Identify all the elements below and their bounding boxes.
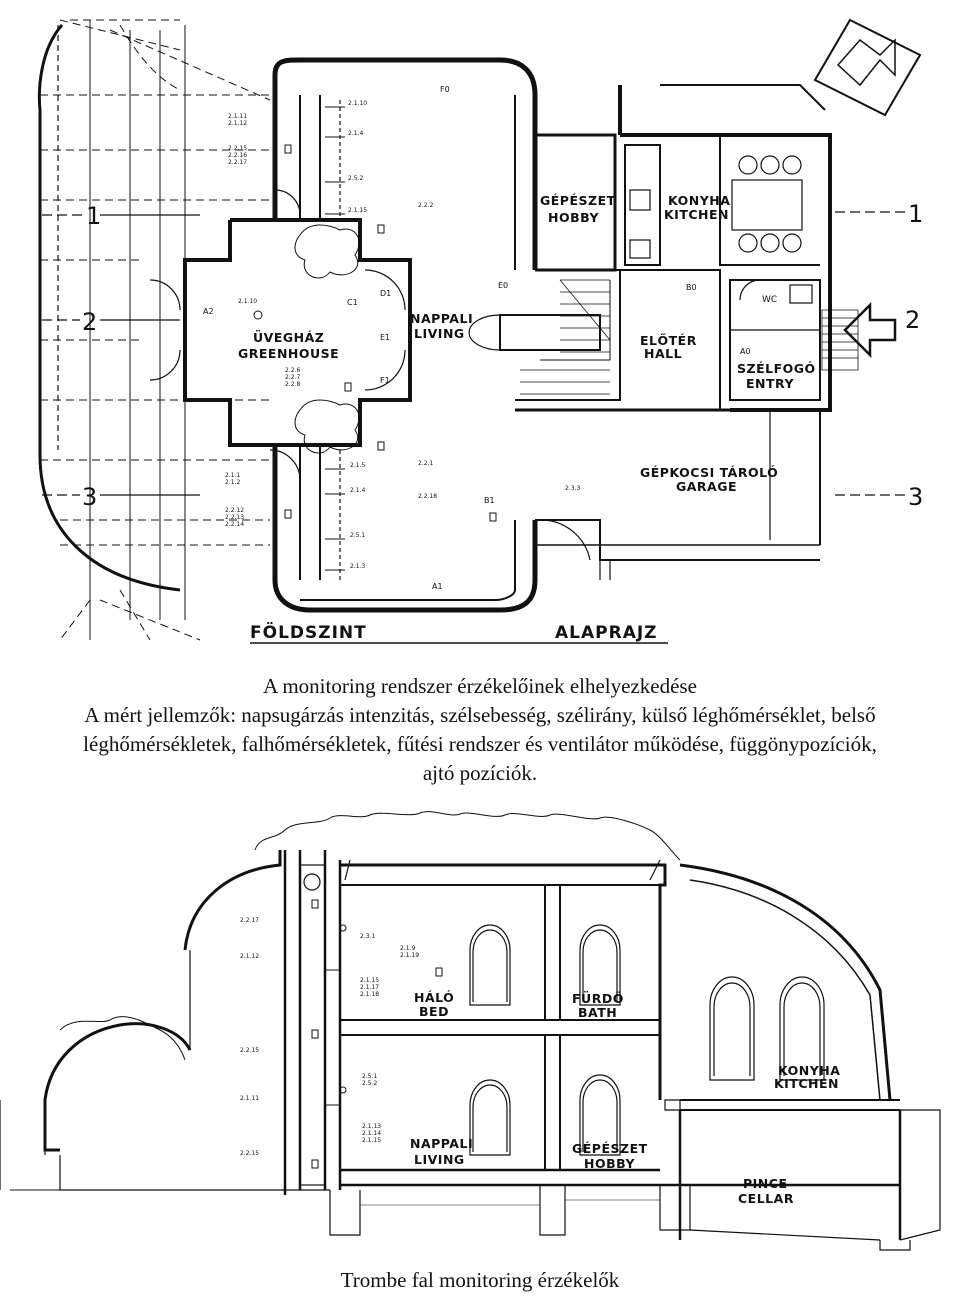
plan-title-right: ALAPRAJZ (555, 623, 658, 643)
axis-1-left: 1 (86, 202, 101, 230)
axis-1-right: 1 (908, 200, 923, 228)
marker-a2: A2 (203, 307, 214, 316)
room-entry-en: ENTRY (746, 376, 794, 391)
section-room-living-hu: NAPPALI (410, 1136, 473, 1151)
sensor-icon (377, 441, 385, 451)
room-greenhouse-hu: ÜVEGHÁZ (253, 330, 324, 345)
section-room-bath-hu: FÜRDŐ (572, 991, 624, 1006)
section-room-hobby-hu: GÉPÉSZET (572, 1141, 648, 1156)
section-room-kitchen-hu: KONYHA (778, 1063, 840, 1078)
marker-d1: D1 (380, 289, 391, 298)
sensor-label: 2.3.1 (360, 933, 375, 940)
sensor-icon (284, 144, 292, 154)
marker-a1: A1 (432, 582, 443, 591)
marker-b0: B0 (686, 283, 697, 292)
section-room-cellar-en: CELLAR (738, 1191, 794, 1206)
room-kitchen-en: KITCHEN (664, 207, 729, 222)
caption-line: léghőmérsékletek, falhőmérsékletek, fűté… (83, 732, 877, 756)
room-garage-hu: GÉPKOCSI TÁROLÓ (640, 465, 778, 480)
sensor-label: 2.2.17 (240, 917, 259, 924)
section-room-cellar-hu: PINCE (743, 1176, 788, 1191)
section-drawing: HÁLÓ BED FÜRDŐ BATH KONYHA KITCHEN NAPPA… (0, 811, 941, 1251)
sensor-label: 2.1.3 (350, 563, 365, 570)
caption-top: A monitoring rendszer érzékelőinek elhel… (0, 672, 960, 788)
sensor-label: 2.2.18 (418, 493, 437, 500)
sensor-label: 2.5.2 (348, 175, 363, 182)
sensor-label: 2.1.4 (350, 487, 365, 494)
room-hobby-hu: GÉPÉSZET (540, 193, 616, 208)
axis-3-right: 3 (908, 483, 923, 511)
room-entry-hu: SZÉLFOGÓ (737, 361, 816, 376)
room-hall-hu: ELŐTÉR (640, 333, 697, 348)
marker-b1: B1 (484, 496, 495, 505)
room-wc: WC (762, 295, 777, 305)
sensor-icon (489, 512, 497, 522)
room-hobby-en: HOBBY (548, 210, 599, 225)
sensor-icon (284, 509, 292, 519)
sensor-label: 2.1.4 (348, 130, 363, 137)
floor-plan-drawing: GÉPÉSZET HOBBY KONYHA KITCHEN ÜVEGHÁZ GR… (37, 18, 923, 644)
sensor-label: 2.1.12 (240, 953, 259, 960)
sensor-label: 2.1.11 (240, 1095, 259, 1102)
axis-2-left: 2 (82, 308, 97, 336)
sensor-label: 2.2.15 (240, 1150, 259, 1157)
sensor-label: 2.5.1 (350, 532, 365, 539)
sensor-label: 2.1.10 (238, 298, 257, 305)
plan-title-left: FÖLDSZINT (250, 621, 367, 643)
room-kitchen-hu: KONYHA (668, 193, 730, 208)
sensor-label: 2.1.10 (348, 100, 367, 107)
sensor-label: 2.2.15 (240, 1047, 259, 1054)
section-room-bath-en: BATH (578, 1005, 617, 1020)
sensor-icon (344, 382, 352, 392)
caption-title: A monitoring rendszer érzékelőinek elhel… (263, 674, 697, 698)
room-living-hu: NAPPALI (410, 311, 473, 326)
sensor-icon (377, 224, 385, 234)
sensor-label: 2.1.15 (348, 207, 367, 214)
section-room-living-en: LIVING (414, 1152, 465, 1167)
section-room-hobby-en: HOBBY (584, 1156, 635, 1171)
marker-c1: C1 (347, 298, 358, 307)
marker-f1: F1 (380, 376, 390, 385)
marker-f0: F0 (440, 85, 450, 94)
sensor-label: 2.2.2 (418, 202, 433, 209)
marker-e0: E0 (498, 281, 508, 290)
room-greenhouse-en: GREENHOUSE (238, 346, 339, 361)
section-room-bed-en: BED (419, 1004, 449, 1019)
room-garage-en: GARAGE (676, 479, 737, 494)
section-room-bed-hu: HÁLÓ (414, 990, 454, 1005)
marker-e1: E1 (380, 333, 390, 342)
sensor-icon (253, 310, 263, 320)
sensor-label: 2.2.1 (418, 460, 433, 467)
sensor-label: 2.3.3 (565, 485, 580, 492)
caption-line: ajtó pozíciók. (422, 761, 538, 785)
axis-3-left: 3 (82, 483, 97, 511)
sensor-label: 2.1.5 (350, 462, 365, 469)
caption-line: A mért jellemzők: napsugárzás intenzitás… (84, 703, 876, 727)
marker-a0: A0 (740, 347, 751, 356)
room-living-en: LIVING (414, 326, 465, 341)
axis-2-right: 2 (905, 306, 920, 334)
section-room-kitchen-en: KITCHEN (774, 1076, 839, 1091)
caption-bottom: Trombe fal monitoring érzékelők (340, 1268, 620, 1292)
room-hall-en: HALL (644, 346, 682, 361)
